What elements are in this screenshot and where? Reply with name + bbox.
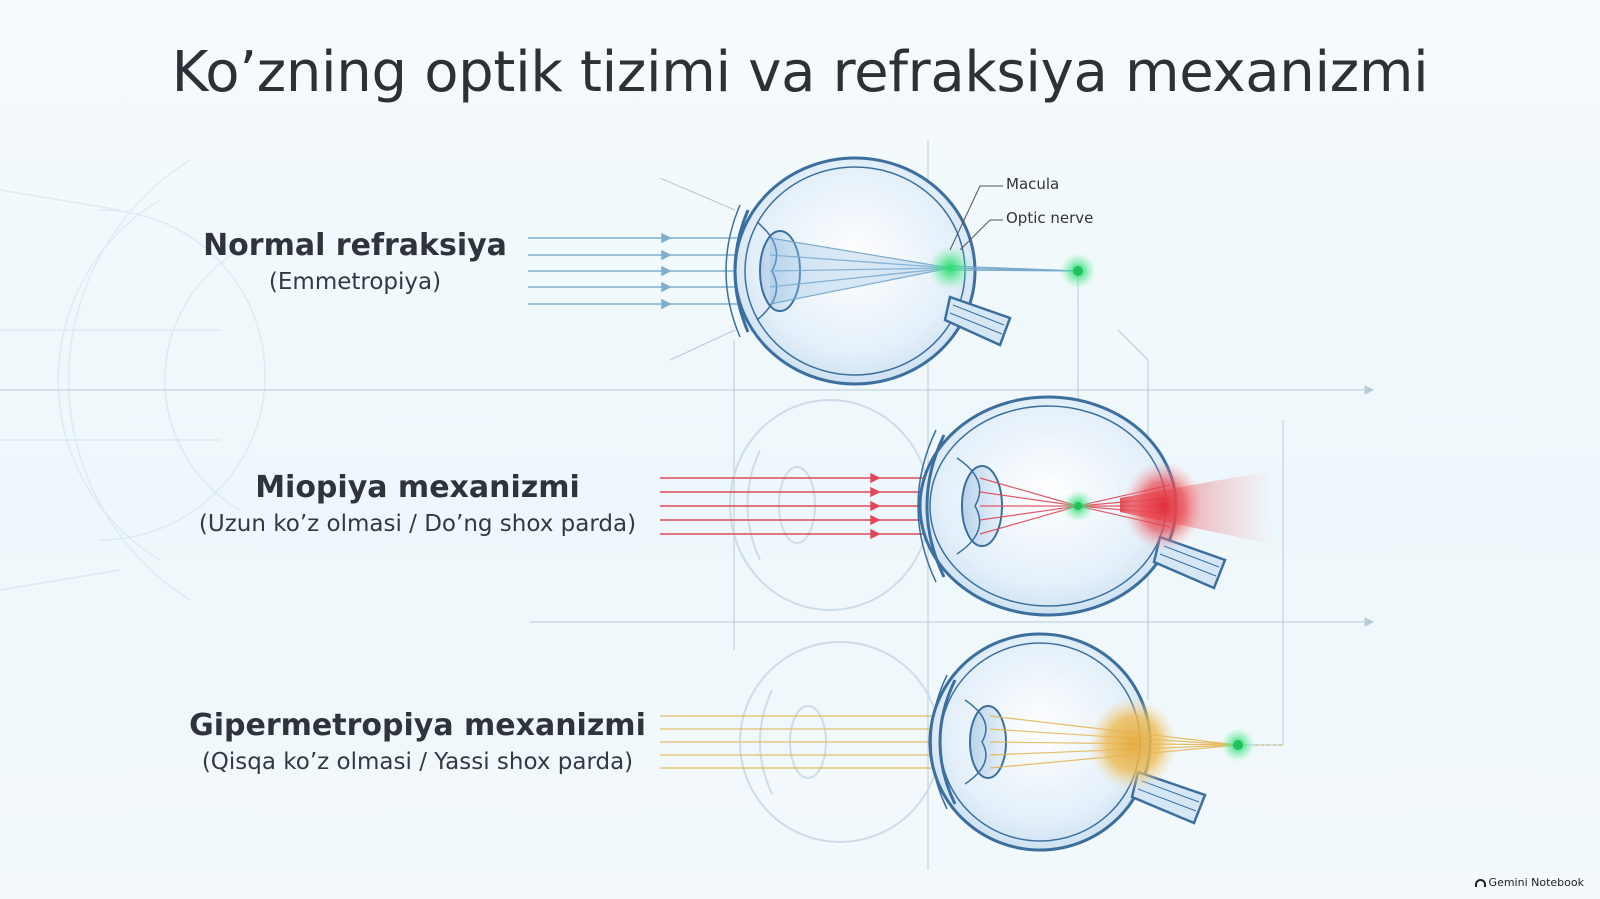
brand-watermark: Gemini Notebook bbox=[1474, 876, 1584, 889]
hyperopia-blur-spot bbox=[1089, 698, 1177, 790]
background-decoration bbox=[0, 159, 266, 601]
brand-text: Gemini Notebook bbox=[1488, 876, 1584, 889]
gemini-logo-icon bbox=[1474, 879, 1486, 887]
normal-eye-diagram bbox=[528, 156, 1096, 386]
label-normal-subtitle: (Emmetropiya) bbox=[268, 269, 442, 295]
label-myopia-subtitle: (Uzun ko’z olmasi / Do’ng shox parda) bbox=[198, 511, 637, 537]
label-hyperopia: Gipermetropiya mexanizmi (Qisqa ko’z olm… bbox=[180, 708, 655, 775]
label-myopia-title: Miopiya mexanizmi bbox=[255, 470, 580, 505]
label-normal-title: Normal refraksiya bbox=[203, 228, 507, 263]
annotation-leaders bbox=[949, 185, 1003, 251]
normal-macula-glow bbox=[928, 246, 972, 290]
myopia-eye-diagram bbox=[660, 395, 1275, 617]
myopia-ghost-eye bbox=[729, 399, 931, 611]
label-normal-refraction: Normal refraksiya (Emmetropiya) bbox=[190, 228, 520, 295]
annotation-optic-nerve: Optic nerve bbox=[1006, 209, 1094, 227]
hyperopia-eye-diagram bbox=[660, 632, 1283, 852]
label-hyperopia-subtitle: (Qisqa ko’z olmasi / Yassi shox parda) bbox=[201, 749, 634, 775]
myopia-blur-spot bbox=[1123, 461, 1203, 551]
label-hyperopia-title: Gipermetropiya mexanizmi bbox=[189, 708, 646, 743]
annotation-macula: Macula bbox=[1006, 175, 1060, 193]
page-title: Ko’zning optik tizimi va refraksiya mexa… bbox=[171, 40, 1429, 105]
label-myopia: Miopiya mexanizmi (Uzun ko’z olmasi / Do… bbox=[180, 470, 655, 537]
